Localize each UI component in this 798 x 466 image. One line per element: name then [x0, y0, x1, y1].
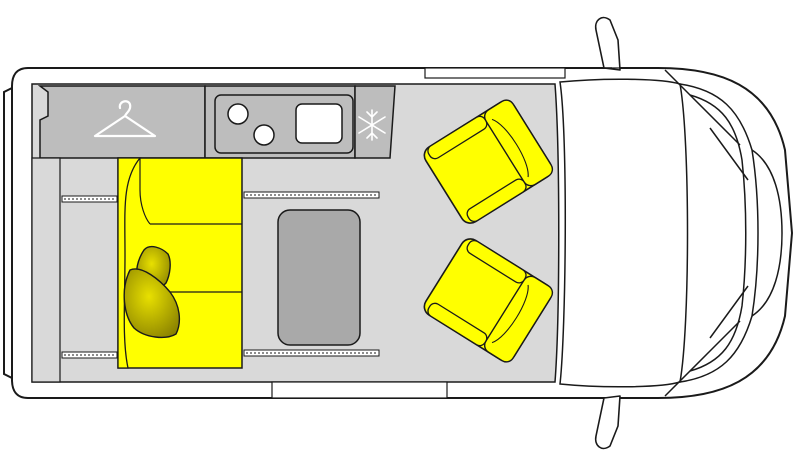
passenger-seat	[423, 238, 554, 363]
cushions	[123, 245, 181, 339]
wiper	[709, 127, 749, 181]
sink-icon	[295, 103, 343, 144]
cushion-front	[123, 268, 181, 339]
removable-table	[277, 209, 361, 346]
windshield-inner	[689, 94, 747, 372]
sliding-door	[271, 381, 448, 399]
windshield	[679, 83, 759, 383]
wiper	[709, 285, 749, 339]
hood-line	[751, 149, 783, 317]
stove-burner-icon	[227, 103, 249, 125]
rear-bench-bed	[117, 157, 243, 369]
door-line	[664, 69, 741, 146]
mirror-left	[594, 16, 621, 71]
hanger-icon	[93, 100, 157, 138]
sliding-door-track-top	[424, 67, 566, 79]
door-line	[664, 320, 741, 397]
floor-rails	[61, 191, 380, 359]
kitchen-unit	[204, 85, 356, 159]
rear-bumper	[3, 87, 13, 379]
rear-wall-panel	[31, 157, 61, 383]
stove-burner-icon	[253, 124, 275, 146]
driver-seat	[423, 99, 554, 224]
dashboard	[559, 78, 689, 388]
fridge	[354, 85, 396, 159]
wardrobe	[37, 85, 206, 159]
mirror-right	[594, 395, 621, 450]
snowflake-icon	[358, 109, 386, 141]
driver-cab	[559, 69, 783, 397]
side-mirrors	[594, 16, 621, 450]
